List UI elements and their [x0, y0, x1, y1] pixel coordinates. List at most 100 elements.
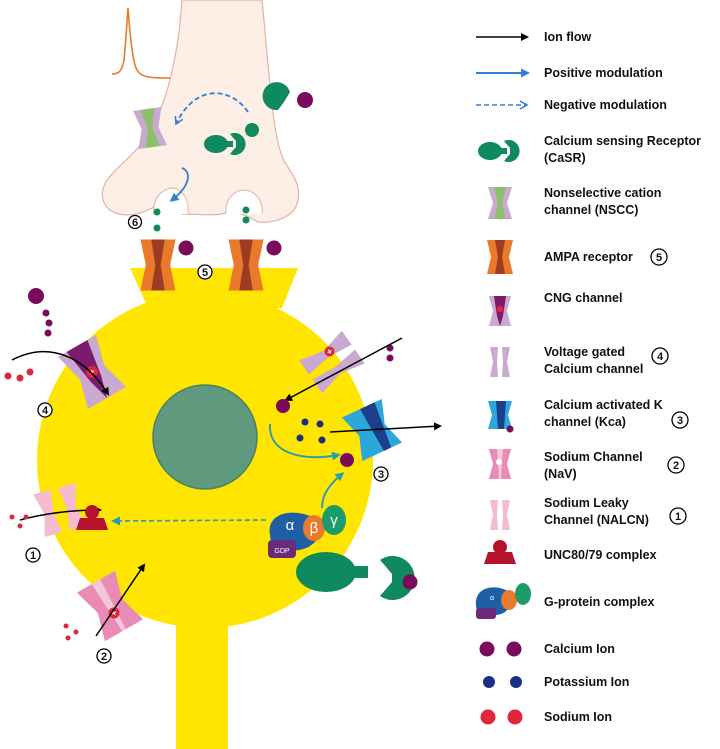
ion-flow-arrow — [11, 351, 110, 396]
positive-sign: + — [87, 366, 97, 377]
legend-ampa: AMPA receptor — [544, 250, 633, 264]
legend-ampa-num: 5 — [656, 252, 662, 264]
number-three: 3 — [378, 469, 384, 481]
nucleus — [152, 384, 258, 490]
legend-nscc-line1: Nonselective cation — [544, 186, 661, 200]
calcium-ion — [297, 92, 313, 108]
legend-kca-badge — [671, 411, 689, 429]
legend-nscc-line2: channel (NSCC) — [544, 203, 638, 217]
negative-modulation-arrow — [111, 516, 267, 526]
legend-ion-flow: Ion flow — [544, 30, 591, 44]
ampa-receptor-icon — [140, 239, 176, 291]
calcium-sensing-receptor-icon — [296, 552, 415, 601]
positive-modulation-arrow — [268, 423, 341, 461]
sodium-ion — [65, 635, 71, 641]
cng-channel-icon — [489, 296, 511, 326]
casr-arm — [262, 82, 290, 111]
legend-nav-line1: Sodium Channel — [544, 450, 643, 464]
vesicle-dot — [153, 208, 161, 216]
legend-potassium: Potassium Ion — [544, 675, 629, 689]
legend-nalcn-line1: Sodium Leaky — [544, 496, 629, 510]
legend: Ion flow Positive modulation Negative mo… — [475, 30, 701, 725]
calcium-ion — [28, 288, 44, 304]
potassium-ion — [318, 436, 326, 444]
calcium-ion — [178, 240, 194, 256]
number-six-badge — [127, 214, 143, 230]
g-alpha: α — [286, 517, 295, 534]
g-protein-complex: α β γ GDP — [268, 505, 346, 558]
positive-sign: + — [109, 607, 119, 618]
g-protein-complex-icon: α — [475, 583, 531, 619]
sodium-ion — [17, 523, 23, 529]
calcium-ion — [44, 329, 52, 337]
sodium-ion — [9, 514, 15, 520]
legend-negative-modulation: Negative modulation — [544, 98, 667, 112]
casr-stem — [245, 123, 259, 137]
number-two: 2 — [101, 651, 107, 663]
nscc-channel-icon — [488, 187, 512, 219]
number-four: 4 — [42, 405, 49, 417]
potassium-ion — [316, 420, 324, 428]
sodium-ion — [26, 368, 34, 376]
legend-nav-num: 2 — [673, 460, 679, 472]
calcium-ion — [386, 354, 394, 362]
legend-kca-line1: Calcium activated K — [544, 398, 663, 412]
legend-calcium: Calcium Ion — [544, 642, 615, 656]
sodium-ion — [63, 623, 69, 629]
potassium-ion-icon — [510, 676, 522, 688]
potassium-ion-icon — [483, 676, 495, 688]
calcium-ion — [340, 453, 354, 467]
number-five-badge — [197, 264, 213, 280]
sodium-channel-group: + — [76, 570, 144, 642]
legend-gprotein: G-protein complex — [544, 595, 654, 609]
number-six: 6 — [132, 217, 138, 229]
ampa-receptor-icon — [487, 240, 513, 274]
legend-vgcc-num: 4 — [657, 351, 664, 363]
calcium-sensing-receptor-icon — [478, 140, 520, 162]
sodium-ion — [4, 372, 12, 380]
g-beta: β — [310, 520, 319, 537]
ion-flow-arrow — [95, 563, 146, 637]
calcium-ion — [402, 574, 418, 590]
legend-kca-num: 3 — [677, 415, 683, 427]
legend-nalcn-badge — [669, 507, 687, 525]
legend-ampa-badge — [650, 248, 668, 266]
potassium-ion — [301, 418, 309, 426]
voltage-gated-calcium-channel-icon — [490, 347, 510, 377]
legend-nalcn-line2: Channel (NALCN) — [544, 513, 649, 527]
calcium-ion — [42, 309, 50, 317]
legend-sodium: Sodium Ion — [544, 710, 612, 724]
number-five: 5 — [202, 267, 208, 279]
unc80-79-complex-icon — [484, 540, 516, 564]
positive-modulation-arrow — [169, 167, 189, 202]
action-potential-spike — [111, 7, 171, 79]
sodium-ion — [16, 374, 24, 382]
legend-g-alpha: α — [490, 595, 494, 602]
g-gamma: γ — [330, 512, 338, 529]
legend-unc: UNC80/79 complex — [544, 548, 657, 562]
vesicle-dot — [242, 206, 250, 214]
number-four-badge — [37, 402, 53, 418]
ampa-receptor-icon — [228, 239, 264, 291]
gdp-label: GDP — [274, 548, 290, 555]
legend-nav-badge — [667, 456, 685, 474]
nalcn-channel-icon — [490, 500, 510, 530]
legend-cng: CNG channel — [544, 291, 623, 305]
sodium-ion — [73, 629, 79, 635]
calcium-ion-icon — [506, 641, 522, 657]
legend-nalcn-num: 1 — [675, 511, 681, 523]
positive-modulation-arrow — [321, 472, 345, 509]
vesicle-dot — [242, 216, 250, 224]
calcium-ion-icon — [479, 641, 495, 657]
sodium-ion — [23, 514, 29, 520]
potassium-ion — [296, 434, 304, 442]
sodium-channel-icon — [489, 449, 511, 479]
ion-flow-arrow — [284, 337, 403, 401]
legend-nav-line2: (NaV) — [544, 467, 577, 481]
legend-positive-modulation: Positive modulation — [544, 66, 663, 80]
legend-vgcc-line1: Voltage gated — [544, 345, 625, 359]
number-two-badge — [96, 648, 112, 664]
legend-casr-line1: Calcium sensing Receptor — [544, 134, 701, 148]
sodium-ion-icon — [507, 709, 523, 725]
